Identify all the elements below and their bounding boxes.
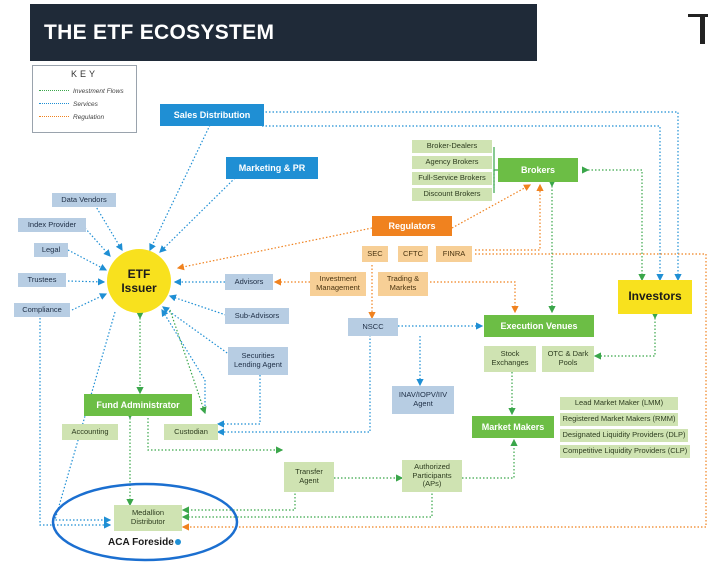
line-issuer-to-medallion (54, 311, 116, 524)
line-custodian-to-issuer (161, 308, 206, 413)
line-subadvisors-to-issuer (168, 294, 227, 316)
line-investors-otc (593, 312, 659, 360)
node-sub-advisors: Sub-Advisors (225, 308, 289, 324)
node-etf-issuer: ETF Issuer (107, 249, 171, 313)
legend: KEY Investment Flows Services Regulation (32, 65, 137, 133)
aca-foreside-logo: ACA Foreside (108, 537, 181, 548)
legend-title: KEY (70, 69, 98, 79)
line-transfer-medallion (181, 490, 296, 514)
node-medallion-distributor: Medallion Distributor (114, 505, 182, 531)
title-bar: THE ETF ECOSYSTEM (30, 4, 537, 61)
line-regulators-to-brokers (451, 184, 532, 229)
node-otc-dark-pools: OTC & Dark Pools (542, 346, 594, 372)
node-marketing-pr: Marketing & PR (226, 157, 318, 179)
node-regulators: Regulators (372, 216, 452, 236)
line-legal-to-issuer (67, 249, 108, 271)
node-accounting: Accounting (62, 424, 118, 440)
node-stock-exchanges: Stock Exchanges (484, 346, 536, 372)
legend-investment-flows: Investment Flows (39, 88, 124, 98)
line-trading-to-execution (430, 281, 519, 314)
node-clp: Competitive Liquidity Providers (CLP) (560, 445, 690, 458)
node-brokers: Brokers (498, 158, 578, 182)
line-marketing-to-issuer (159, 177, 236, 253)
node-securities-lending-agent: Securities Lending Agent (228, 347, 288, 375)
node-lmm: Lead Market Maker (LMM) (560, 397, 678, 410)
node-data-vendors: Data Vendors (52, 193, 116, 207)
line-lending-to-custodian (216, 375, 261, 428)
brand-logo-icon (688, 14, 708, 44)
line-brokers-investors (582, 166, 646, 282)
node-cftc: CFTC (398, 246, 428, 262)
node-broker-dealers: Broker-Dealers (412, 140, 492, 153)
node-execution-venues: Execution Venues (484, 315, 594, 337)
legend-regulation: Regulation (39, 114, 104, 124)
node-sec: SEC (362, 246, 388, 262)
node-compliance: Compliance (14, 303, 70, 317)
line-fundadmin-transfer (147, 418, 284, 454)
page-title: THE ETF ECOSYSTEM (44, 21, 275, 44)
node-full-service-brokers: Full-Service Brokers (412, 172, 492, 185)
node-authorized-participants: Authorized Participants (APs) (402, 460, 462, 492)
line-trustees-to-issuer (67, 278, 106, 286)
node-market-makers: Market Makers (472, 416, 554, 438)
node-finra: FINRA (436, 246, 472, 262)
node-inav-agent: INAV/IOPV/IIV Agent (392, 386, 454, 414)
line-nscc-to-custodian (216, 335, 371, 436)
node-index-provider: Index Provider (18, 218, 86, 232)
node-discount-brokers: Discount Brokers (412, 188, 492, 201)
line-finra-to-brokers (475, 183, 544, 251)
node-dlp: Designated Liquidity Providers (DLP) (560, 429, 688, 442)
etf-issuer-line2: Issuer (121, 281, 157, 295)
line-lending-to-issuer (162, 306, 231, 356)
etf-issuer-line1: ETF (127, 266, 151, 281)
line-sales-to-issuer (149, 124, 211, 252)
line-regulators-to-issuer (176, 227, 373, 271)
node-investment-management: Investment Management (310, 272, 366, 296)
node-trading-markets: Trading & Markets (378, 272, 428, 296)
line-index-to-issuer (84, 227, 111, 257)
line-compliance-to-medallion (39, 318, 112, 529)
node-nscc: NSCC (348, 318, 398, 336)
node-transfer-agent: Transfer Agent (284, 462, 334, 492)
node-rmm: Registered Market Makers (RMM) (560, 413, 678, 426)
node-legal: Legal (34, 243, 68, 257)
line-compliance-to-issuer (71, 293, 108, 311)
line-ap-marketmakers (456, 438, 518, 482)
node-custodian: Custodian (164, 424, 218, 440)
node-trustees: Trustees (18, 273, 66, 287)
legend-services: Services (39, 101, 98, 111)
line-ap-medallion (181, 484, 436, 521)
node-fund-administrator: Fund Administrator (84, 394, 192, 416)
medallion-highlight-ellipse (51, 482, 239, 562)
node-advisors: Advisors (225, 274, 273, 290)
line-sales-to-brokers (262, 125, 664, 282)
line-issuer-custodian (169, 309, 207, 415)
node-investors: Investors (618, 280, 692, 314)
line-datavendors-to-issuer (94, 204, 123, 252)
node-sales-distribution: Sales Distribution (160, 104, 264, 126)
node-agency-brokers: Agency Brokers (412, 156, 492, 169)
